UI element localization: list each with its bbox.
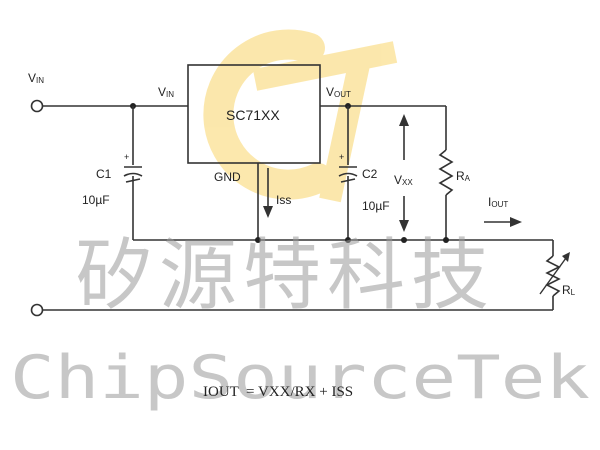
svg-text:+: + [339,152,344,162]
vxx-arrow-up [399,114,409,160]
junction-vxx [401,237,407,243]
junction-ra-bottom [443,237,449,243]
input-terminal-bottom [30,303,44,317]
ic-name: SC71XX [226,107,280,123]
capacitor-c2: + [338,106,358,240]
iss-label: Iss [276,193,291,207]
ic-gnd-label: GND [214,170,241,184]
junction-c2-bottom [345,237,351,243]
ic-box [187,64,321,164]
input-label: VIN [28,71,44,85]
iout-label: IOUT [488,195,508,209]
watermark-logo [203,29,398,203]
resistor-rl [539,240,570,310]
capacitor-c1: + [123,106,143,240]
input-terminal-top [30,99,44,113]
iout-arrow [484,217,522,227]
junction-gnd [255,237,261,243]
rl-label: RL [562,283,576,297]
resistor-ra [438,106,454,240]
vxx-arrow-down [399,196,409,232]
formula-text: IOUT = VXX/RX + ISS [203,384,353,400]
svg-text:+: + [124,152,129,162]
ra-label: RA [456,169,471,183]
watermark-chinese: 矽源特科技 [75,231,495,321]
watermark-english: ChipSourceTek [10,343,590,413]
vxx-label: VXX [394,173,413,187]
c1-label: C1 [96,167,112,181]
c2-value: 10µF [362,199,390,213]
c2-label: C2 [362,167,378,181]
ic-vin-label: VIN [158,85,174,99]
c1-value: 10µF [82,193,110,207]
ic-vout-label: VOUT [326,85,351,99]
iss-arrow [263,168,273,218]
